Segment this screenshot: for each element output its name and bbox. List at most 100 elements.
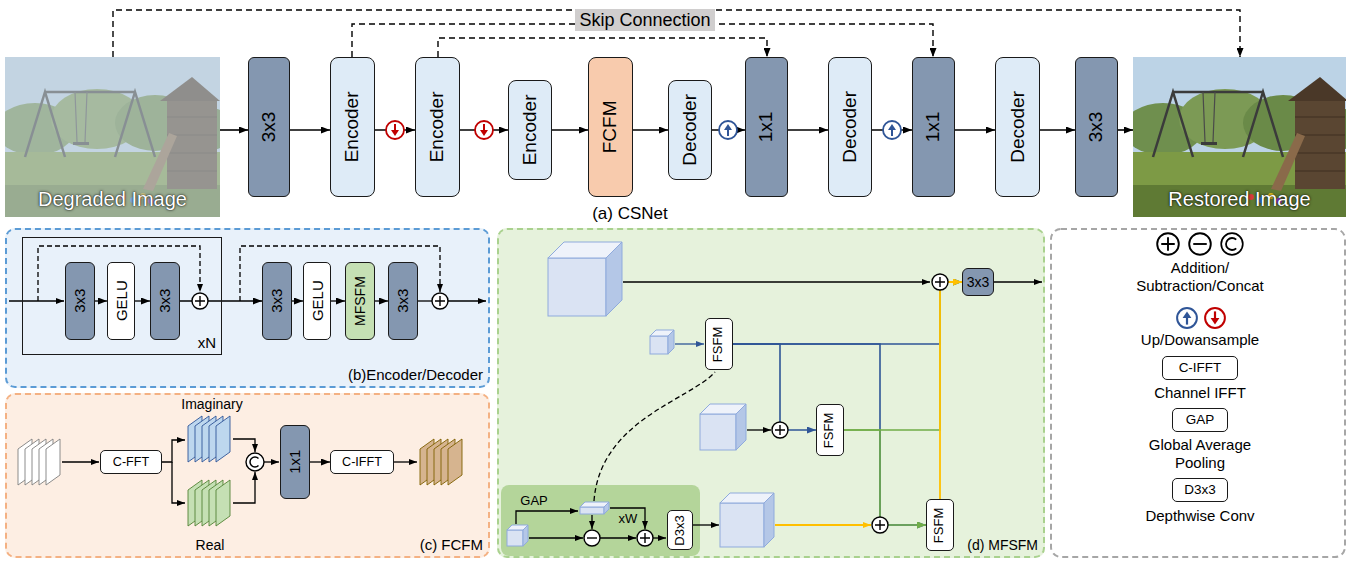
legend-symbols — [1221, 233, 1243, 255]
block-wires — [653, 537, 666, 538]
connector — [1040, 129, 1075, 131]
operation-symbols — [432, 293, 448, 309]
degraded-photo — [5, 57, 220, 217]
connector — [310, 461, 330, 462]
process-box: C-FFT — [100, 450, 162, 474]
process-box: GELU — [303, 262, 331, 340]
legend-symbols — [1205, 308, 1225, 328]
block-wires — [418, 300, 432, 301]
legend-text: Up/Dowansample — [1120, 331, 1280, 349]
feature-stack — [18, 439, 60, 485]
degraded-photo — [5, 57, 220, 217]
feature-cube — [700, 414, 736, 450]
operation-symbols — [772, 422, 788, 438]
repeat-group: xN3x3GELU3x3 — [22, 237, 222, 355]
block-wires — [394, 461, 417, 462]
connector — [220, 129, 248, 131]
restored-photo — [1133, 57, 1346, 217]
block-wires — [529, 537, 583, 538]
restored-photo — [1133, 57, 1346, 217]
process-box: C-IFFT — [330, 450, 394, 474]
process-box: GELU — [107, 262, 135, 340]
connector — [633, 129, 668, 131]
real-stack — [188, 480, 230, 526]
node-label: MFSFM — [352, 276, 368, 326]
node-label: 1x1 — [286, 450, 303, 474]
node-label: (b)Encoder/Decoder — [348, 366, 483, 383]
panel: (c) FCFM C-FFT 1x1 C-IFFT — [5, 393, 490, 558]
feature-cube — [507, 530, 523, 546]
node-label: Degraded Image — [38, 188, 187, 211]
connector — [733, 344, 816, 430]
connector — [844, 282, 962, 430]
legend-text: Depthwise Conv — [1120, 507, 1280, 525]
node-label: FSFM — [933, 507, 948, 542]
annotation-label: GAP — [520, 494, 547, 509]
connector — [290, 129, 330, 131]
block-wires — [9, 300, 64, 301]
block-wires — [264, 461, 279, 462]
annotation-label: Imaginary — [181, 396, 242, 412]
block-wires — [675, 343, 704, 344]
block-wires — [9, 246, 1042, 538]
feature-cube — [580, 507, 604, 514]
node-label: 3x3 — [394, 289, 411, 313]
process-box: FCFM — [588, 57, 633, 197]
operation-symbols — [932, 274, 948, 290]
feature-cube — [548, 258, 606, 316]
feature-cube — [764, 493, 774, 547]
scale-symbols — [475, 121, 493, 139]
node-label: Decoder — [839, 91, 861, 163]
operation-symbols — [872, 517, 888, 533]
node-label: (c) FCFM — [420, 536, 483, 553]
connector — [733, 344, 926, 525]
process-box: FSFM — [926, 499, 954, 551]
section-tag: Skip Connection — [575, 9, 714, 32]
node-label: 1x1 — [756, 112, 778, 143]
output-stack — [448, 439, 462, 485]
connector — [331, 300, 345, 301]
operation-symbols — [192, 293, 208, 309]
process-box: Decoder — [828, 57, 872, 197]
connectors — [95, 10, 1240, 525]
real-stack — [216, 480, 230, 526]
process-box: FSFM — [705, 318, 733, 370]
operation-symbols — [584, 530, 600, 546]
annotation-label: Real — [196, 537, 225, 553]
conv-box: 3x3 — [150, 262, 180, 340]
block-wires — [693, 524, 719, 525]
node-label: GELU — [308, 281, 325, 322]
feature-cube — [507, 242, 774, 547]
feature-cube — [668, 330, 674, 354]
scale-symbols — [719, 121, 737, 139]
node-label: 3x3 — [258, 112, 280, 143]
block-wires — [172, 462, 185, 503]
node-label: FSFM — [712, 326, 727, 361]
connector — [375, 300, 388, 301]
block-wires — [610, 508, 645, 529]
operation-symbols — [637, 530, 653, 546]
node-label: Encoder — [519, 95, 541, 166]
image-panel: Restored Image — [1133, 57, 1346, 217]
node-label: GELU — [112, 281, 129, 322]
conv-box: 3x3 — [248, 57, 290, 197]
block-wires — [594, 372, 715, 501]
scale-symbols — [386, 121, 901, 139]
node-label: 3x3 — [967, 274, 990, 290]
scale-symbols — [386, 121, 404, 139]
block-wires — [233, 472, 255, 503]
node-label: C-IFFT — [342, 455, 382, 469]
block-wires — [516, 511, 578, 524]
node-label: Encoder — [427, 92, 449, 163]
node-label: GAP — [1186, 412, 1215, 428]
degraded-photo — [5, 57, 220, 217]
block-wires — [233, 439, 255, 452]
process-box: FSFM — [816, 404, 844, 456]
conv-box: 3x3 — [65, 262, 95, 340]
legend-text: Addition/ Subtraction/Concat — [1125, 259, 1275, 295]
annotation-label: (a) CSNet — [592, 204, 668, 224]
feature-cube — [736, 404, 746, 450]
connector — [1118, 129, 1133, 131]
legend-panel — [1051, 229, 1345, 557]
